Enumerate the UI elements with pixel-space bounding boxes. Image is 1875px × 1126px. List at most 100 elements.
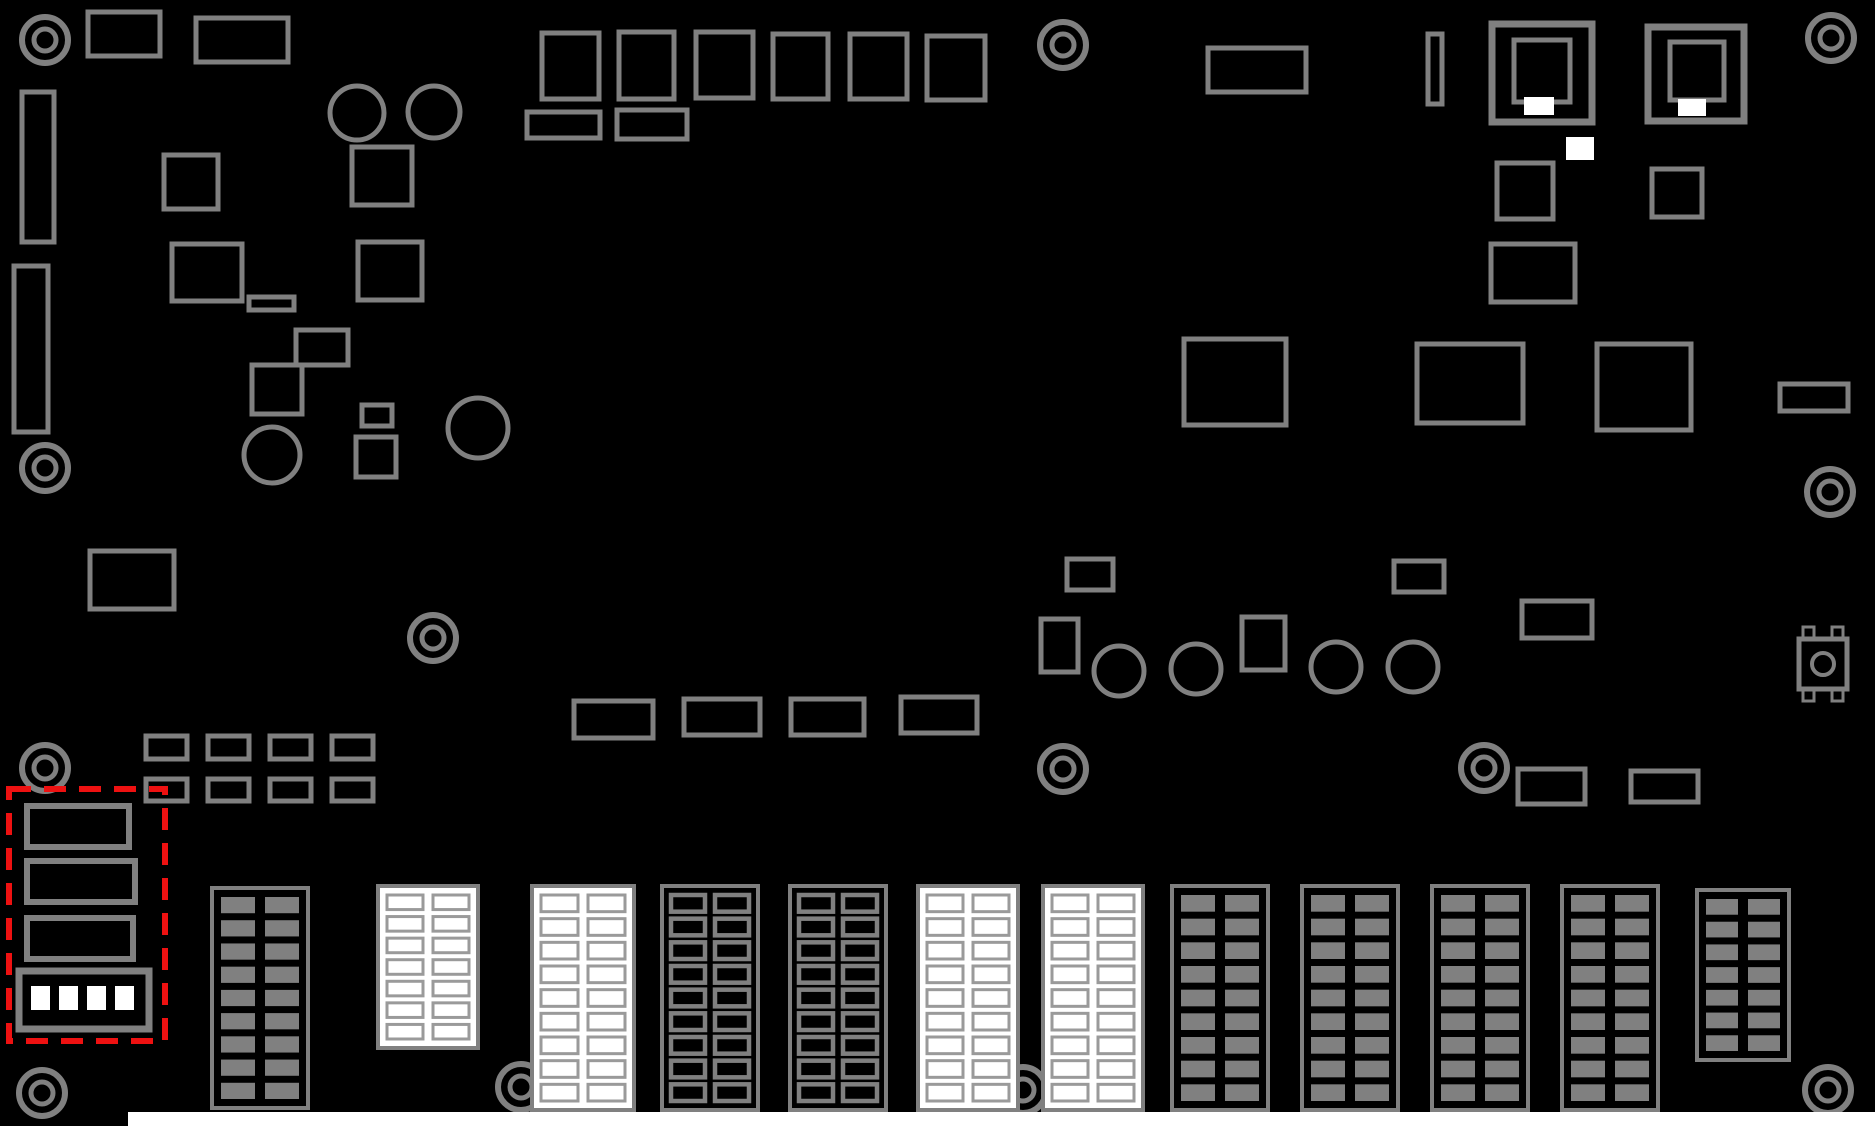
component-outline-rect bbox=[193, 15, 291, 65]
pin-header bbox=[376, 884, 480, 1050]
pin-header-pin bbox=[1225, 1060, 1259, 1078]
pin-header-pin bbox=[1571, 895, 1605, 912]
white-pad bbox=[1524, 97, 1554, 115]
pin-header-pin bbox=[1050, 917, 1090, 937]
pin-header-pin bbox=[221, 966, 255, 983]
pin-header bbox=[1430, 884, 1530, 1112]
component-outline-rect bbox=[847, 31, 910, 102]
component-outline-rect bbox=[1205, 45, 1309, 95]
pin-header-pin bbox=[712, 1082, 752, 1104]
mount-hole-inner-ring bbox=[1816, 478, 1844, 506]
pin-header-pin bbox=[385, 1001, 425, 1019]
component-outline-rect bbox=[349, 144, 415, 208]
pin-header-pin bbox=[539, 1082, 580, 1103]
component-outline-rect bbox=[1414, 341, 1526, 426]
pin-header-pin bbox=[1311, 942, 1345, 959]
pin-header-pin bbox=[385, 893, 425, 912]
pin-header-pin bbox=[265, 1013, 299, 1030]
components-layer bbox=[11, 9, 1851, 807]
component-outline-rect bbox=[1519, 598, 1595, 641]
mount-hole bbox=[19, 442, 71, 494]
pin-header-pin bbox=[1181, 1084, 1215, 1101]
pin-header-pin bbox=[1050, 940, 1090, 961]
white-pads-layer bbox=[1524, 97, 1706, 160]
tact-switch-cap bbox=[1810, 651, 1836, 677]
pin-header-pin bbox=[712, 1011, 752, 1033]
pin-header-pin bbox=[1181, 895, 1215, 912]
component-outline-rect bbox=[788, 696, 867, 738]
pin-header-pin bbox=[925, 964, 965, 985]
pin-header-pin bbox=[840, 1058, 880, 1080]
pin-header-pin bbox=[1225, 1084, 1259, 1101]
pin-header-pin bbox=[925, 1082, 965, 1103]
pin-header-pin bbox=[265, 1082, 299, 1099]
highlighted-component-outline bbox=[24, 915, 136, 962]
component-outline-rect bbox=[293, 327, 351, 368]
component-outline-rect bbox=[267, 733, 314, 762]
component-outline-rect bbox=[355, 239, 425, 303]
pin-header-pin bbox=[385, 915, 425, 933]
pin-header-pin bbox=[1485, 1013, 1519, 1030]
component-outline-rect bbox=[205, 733, 252, 762]
pin-header-pin bbox=[1615, 942, 1649, 959]
mount-hole-outer-ring bbox=[19, 14, 71, 66]
component-outline-rect bbox=[11, 263, 51, 435]
pin-header-pin bbox=[586, 964, 627, 985]
mount-hole bbox=[1458, 742, 1510, 794]
pin-header-pin bbox=[1485, 966, 1519, 983]
pin-header-pin bbox=[265, 989, 299, 1007]
component-outline-rect bbox=[614, 107, 690, 142]
pin-header-pin bbox=[1485, 1084, 1519, 1101]
pin-header-pin bbox=[1355, 1084, 1389, 1101]
pin-header bbox=[210, 886, 310, 1110]
pin-header-pin bbox=[668, 1082, 708, 1104]
pin-header-pin bbox=[1050, 1059, 1090, 1079]
highlighted-region bbox=[6, 786, 168, 1044]
component-outline-rect bbox=[249, 362, 305, 417]
pin-header-pin bbox=[1311, 1037, 1345, 1054]
pin-header-pin bbox=[796, 1011, 836, 1033]
pin-header-pin bbox=[971, 1082, 1011, 1103]
mount-hole bbox=[1037, 19, 1089, 71]
component-outline-rect bbox=[1064, 556, 1116, 593]
pin-header-pin bbox=[431, 1022, 471, 1041]
mount-hole-inner-ring bbox=[1470, 754, 1498, 782]
pin-header-pin bbox=[586, 940, 627, 961]
mount-hole-outer-ring bbox=[19, 442, 71, 494]
pin-header-pin bbox=[221, 943, 255, 960]
component-outline-rect bbox=[161, 152, 221, 212]
pin-header-pin bbox=[1355, 989, 1389, 1007]
pin-header-pin bbox=[1225, 1037, 1259, 1054]
pin-header-pin bbox=[1096, 1035, 1136, 1056]
highlight-dashed-box bbox=[6, 786, 168, 1044]
pin-header-pin bbox=[1050, 1082, 1090, 1103]
pin-header-pin bbox=[1706, 1012, 1738, 1029]
mount-hole bbox=[1804, 466, 1856, 518]
pin-header-pin bbox=[539, 893, 580, 914]
pin-header-pin bbox=[1311, 918, 1345, 936]
mount-hole bbox=[1037, 743, 1089, 795]
pin-header-pin bbox=[925, 917, 965, 937]
pin-header-pin bbox=[431, 1001, 471, 1019]
pin-header-pin bbox=[1485, 942, 1519, 959]
pin-header-pin bbox=[840, 1082, 880, 1104]
pin-header-pin bbox=[265, 920, 299, 937]
pin-header-pin bbox=[431, 979, 471, 998]
pin-header-pin bbox=[1311, 989, 1345, 1007]
pin-header-pin bbox=[1181, 1013, 1215, 1030]
pin-header-pin bbox=[1615, 1013, 1649, 1030]
pin-header-pin bbox=[1096, 964, 1136, 985]
pin-header-pin bbox=[1355, 1013, 1389, 1030]
pin-header-pin bbox=[539, 940, 580, 961]
highlighted-component-outline bbox=[24, 858, 138, 905]
component-outline-rect bbox=[616, 29, 677, 102]
pin-header-pin bbox=[1311, 966, 1345, 983]
pin-header-pin bbox=[1355, 942, 1389, 959]
pin-header-pin bbox=[1050, 893, 1090, 914]
shield-module-outer bbox=[1644, 23, 1748, 125]
white-pad bbox=[1678, 99, 1706, 116]
pin-header-pin bbox=[1571, 1037, 1605, 1054]
pin-header-pin bbox=[221, 989, 255, 1007]
shield-module-outer bbox=[1488, 20, 1596, 126]
